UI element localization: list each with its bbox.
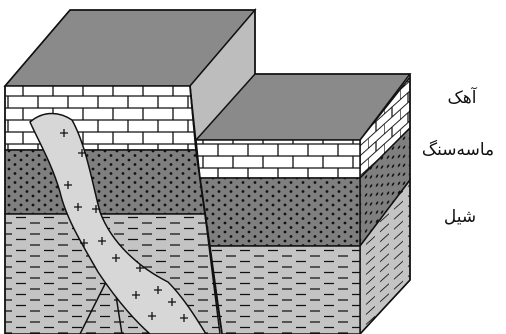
front-sandstone-left [5,150,205,214]
front-shale-right [210,246,360,334]
front-sandstone-right [200,178,360,246]
front-limestone-left [5,86,196,150]
front-limestone-right [196,140,360,178]
label-limestone: آهک [448,86,478,108]
label-sandstone: ماسه‌سنگ [422,139,494,160]
label-shale: شیل [444,207,476,227]
